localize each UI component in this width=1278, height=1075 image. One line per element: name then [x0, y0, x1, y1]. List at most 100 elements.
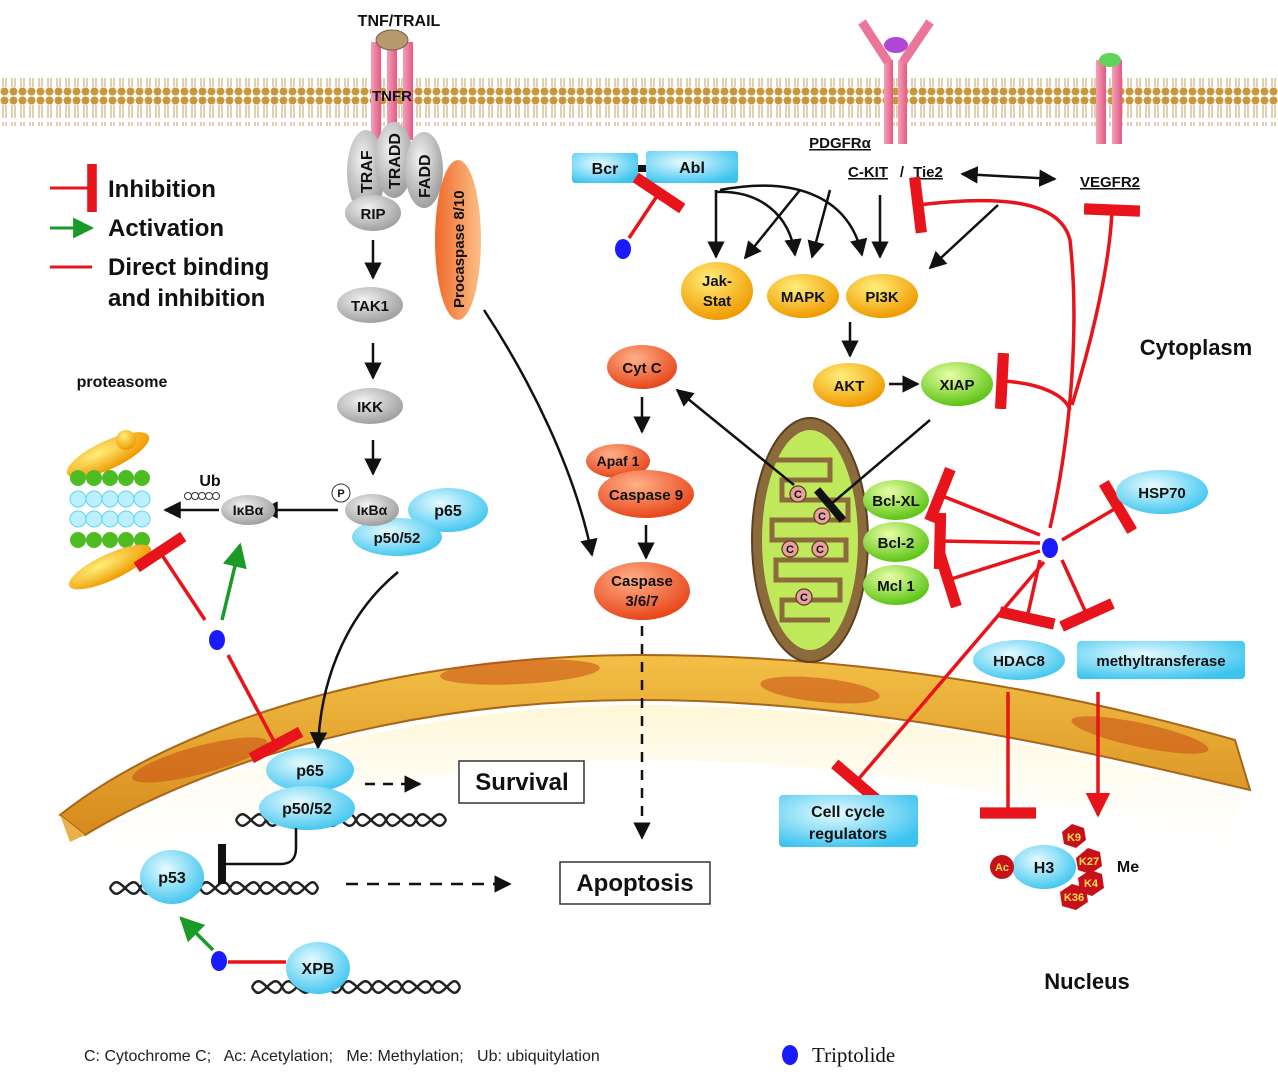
h3-label: H3: [1034, 860, 1055, 877]
apaf1-label: Apaf 1: [597, 453, 640, 469]
tnf-trail-label: TNF/TRAIL: [358, 13, 441, 30]
p53-label: p53: [158, 870, 186, 887]
fadd-label: FADD: [417, 154, 434, 198]
caspase-367-node: Caspase 3/6/7: [594, 562, 690, 620]
ikba-ub-label: IκBα: [233, 502, 264, 518]
pi3k-node: PI3K: [846, 274, 918, 318]
legend: Inhibition Activation Direct binding and…: [50, 164, 269, 312]
me-label: Me: [1117, 859, 1139, 876]
triptolide-dot-hub: [1042, 538, 1058, 558]
triptolide-dot-nfkb: [209, 630, 225, 650]
kinase-signal-arrows: [707, 184, 999, 270]
histone-h3: H3 Ac K9 K27 K4 K36 Me: [990, 824, 1139, 910]
abl-label: Abl: [679, 160, 705, 177]
hdac8-node: HDAC8: [973, 640, 1065, 680]
dna-strand-3: [250, 979, 462, 995]
footer-abbreviations: C: Cytochrome C; Ac: Acetylation; Me: Me…: [84, 1048, 600, 1065]
k4-label: K4: [1084, 878, 1099, 890]
pi3k-label: PI3K: [865, 289, 899, 306]
rip-label: RIP: [360, 206, 385, 223]
tradd-label: TRADD: [387, 133, 404, 189]
caspase367-label-1: Caspase: [611, 573, 673, 590]
akt-label: AKT: [834, 378, 865, 395]
traf-tradd-fadd-complex: TRAF TRADD FADD RIP: [345, 122, 443, 231]
jak-stat-node: Jak- Stat: [681, 262, 753, 320]
ikba-p-label: IκBα: [357, 502, 388, 518]
survival-box: Survival: [458, 760, 585, 804]
mitochondrion: C C C C C: [751, 417, 869, 663]
xpb-node: XPB: [286, 942, 350, 994]
ikk-node: IKK: [337, 388, 403, 424]
cytc-node: Cyt C: [607, 345, 677, 389]
jak-label: Jak-: [702, 273, 732, 290]
p5052-cyto-label: p50/52: [374, 530, 421, 547]
mcl1-label: Mcl 1: [877, 578, 915, 595]
survival-label: Survival: [475, 769, 568, 796]
k27-label: K27: [1079, 856, 1099, 868]
bclxl-label: Bcl-XL: [872, 493, 920, 510]
nucleus-label: Nucleus: [1044, 969, 1130, 994]
pdgfra-label: PDGFRα: [809, 135, 872, 152]
procaspase-8-10: Procaspase 8/10: [435, 160, 481, 320]
cell-cycle-regulators-node: Cell cycle regulators: [779, 795, 918, 847]
triptolide-inhibition-lines: [831, 176, 1141, 805]
ikk-label: IKK: [357, 399, 383, 416]
bcr-abl-fusion: Bcr Abl: [572, 151, 738, 183]
receptor-slash: /: [900, 164, 905, 181]
tak1-node: TAK1: [337, 287, 403, 323]
p65-nuc-label: p65: [296, 763, 324, 780]
bcl2-label: Bcl-2: [878, 535, 915, 552]
cytoplasm-label: Cytoplasm: [1140, 335, 1252, 360]
pdgfra-receptor: [858, 19, 934, 144]
cytc-mark-2: C: [818, 511, 826, 523]
k36-label: K36: [1064, 892, 1084, 904]
vegfr2-label: VEGFR2: [1080, 174, 1140, 191]
legend-and-inhibition: and inhibition: [108, 285, 265, 312]
tnfr-receptor: [371, 29, 413, 140]
mapk-label: MAPK: [781, 289, 825, 306]
bcr-label: Bcr: [592, 161, 619, 178]
caspase367-label-2: 3/6/7: [625, 593, 658, 610]
methyltransferase-label: methyltransferase: [1096, 653, 1225, 670]
p65-cyto-label: p65: [434, 503, 462, 520]
p53-node: p53: [140, 850, 204, 904]
cell-cycle-label-2: regulators: [809, 826, 887, 843]
cytc-mark-4: C: [816, 544, 824, 556]
methyltransferase-node: methyltransferase: [1077, 641, 1245, 679]
tnfr-label: TNFR: [372, 88, 412, 105]
vegfr2-receptor: [1096, 53, 1122, 144]
ckit-label: C-KIT: [848, 164, 888, 181]
apoptosis-box: Apoptosis: [559, 861, 711, 905]
akt-node: AKT: [813, 363, 885, 407]
nfkb-nuclear-complex: p65 p50/52: [259, 748, 355, 830]
mcl1-node: Mcl 1: [863, 565, 929, 605]
traf-label: TRAF: [359, 150, 376, 193]
hsp70-node: HSP70: [1116, 470, 1208, 514]
p5052-nuc-label: p50/52: [282, 801, 332, 818]
triptolide-dot-bcr-abl: [615, 239, 631, 259]
xpb-label: XPB: [302, 961, 335, 978]
proteasome: [66, 430, 152, 590]
phospho-label: P: [337, 488, 344, 500]
caspase9-label: Caspase 9: [609, 487, 683, 504]
procaspase-label: Procaspase 8/10: [451, 190, 468, 308]
cytc-mark-1: C: [794, 489, 802, 501]
xiap-label: XIAP: [939, 377, 974, 394]
triptolide-legend-label: Triptolide: [812, 1043, 895, 1067]
ikba-ub-node: IκBα Ub: [184, 473, 275, 525]
bclxl-node: Bcl-XL: [863, 480, 929, 520]
cell-cycle-label-1: Cell cycle: [811, 804, 885, 821]
tak1-label: TAK1: [351, 298, 389, 315]
cell-membrane: [0, 78, 1278, 126]
triptolide-legend-dot: [782, 1045, 798, 1065]
apoptosis-label: Apoptosis: [576, 870, 693, 897]
legend-inhibition: Inhibition: [108, 176, 216, 203]
hdac8-label: HDAC8: [993, 653, 1045, 670]
tie2-label: Tie2: [913, 164, 943, 181]
xiap-node: XIAP: [921, 362, 993, 406]
ac-label: Ac: [995, 862, 1009, 874]
cytc-mark-3: C: [786, 544, 794, 556]
apoptosome: Apaf 1 Caspase 9: [586, 444, 694, 518]
cytc-label: Cyt C: [622, 360, 661, 377]
